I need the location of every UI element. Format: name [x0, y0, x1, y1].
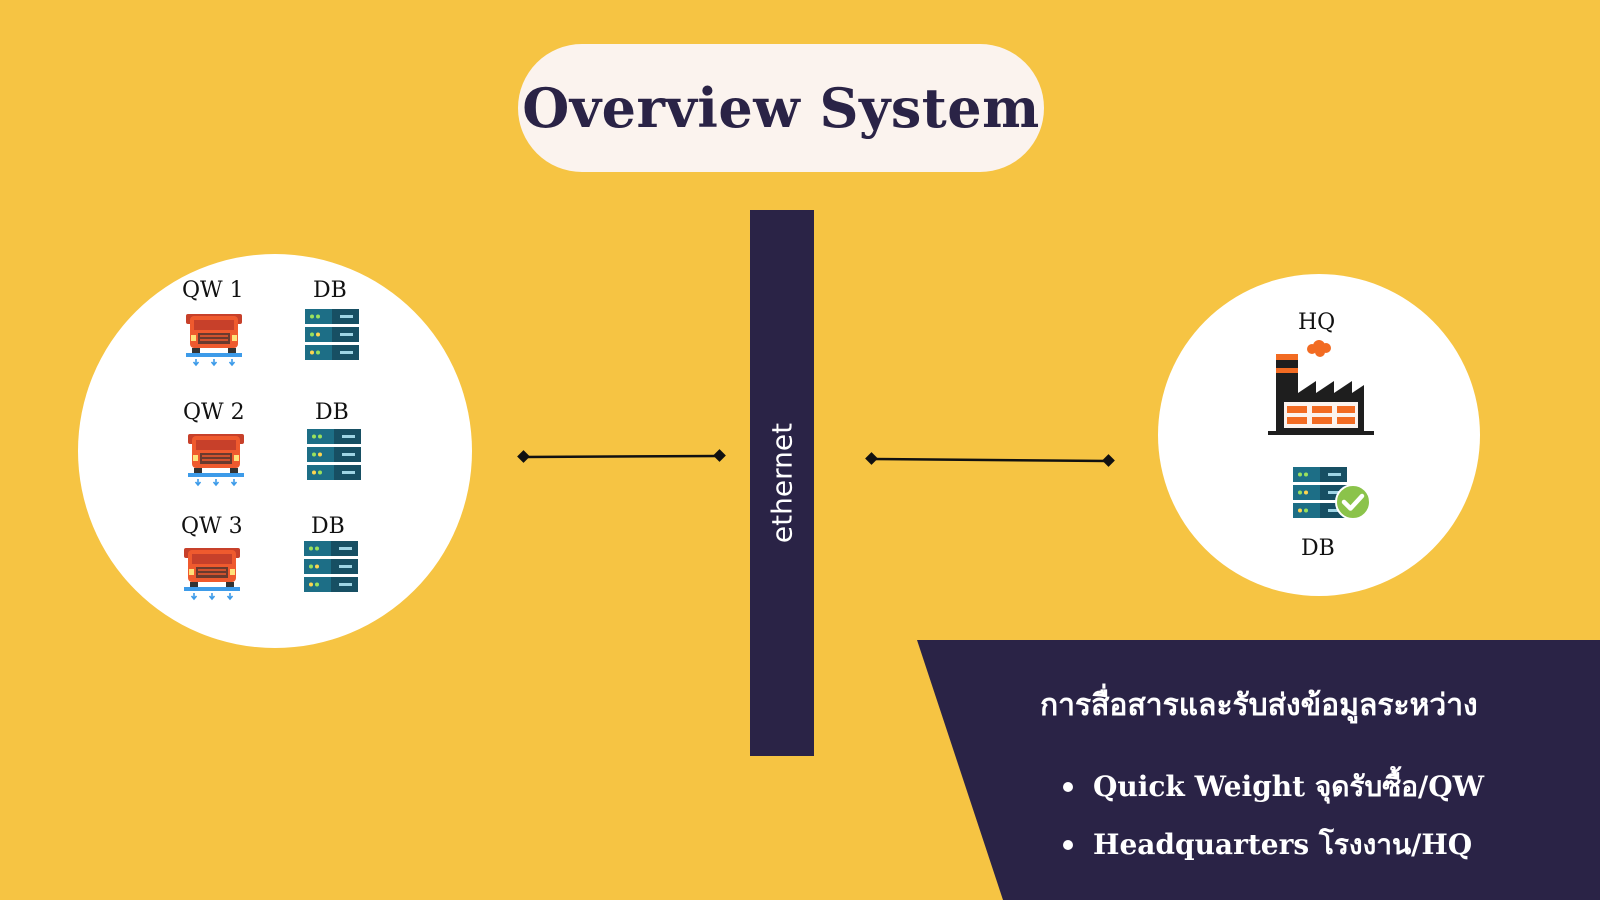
list-item-text: Quick Weight จุดรับซื้อ/QW [1093, 770, 1485, 803]
station-label-qw3: QW 3 [181, 514, 243, 539]
info-list: Quick Weight จุดรับซื้อ/QW Headquarters … [1063, 758, 1484, 874]
list-item: Headquarters โรงงาน/HQ [1063, 816, 1484, 874]
info-heading: การสื่อสารและรับส่งข้อมูลระหว่าง [1040, 688, 1478, 723]
hq-db-label: DB [1301, 536, 1335, 561]
list-item: Quick Weight จุดรับซื้อ/QW [1063, 758, 1484, 816]
db-label-qw2: DB [315, 400, 349, 425]
ethernet-bar: ethernet [750, 210, 814, 756]
title-pill: Overview System [518, 44, 1044, 172]
bullet-icon [1063, 840, 1073, 850]
server-check-icon [1293, 467, 1371, 520]
hq-label: HQ [1298, 310, 1336, 335]
page-title: Overview System [522, 76, 1040, 140]
quick-weight-group [78, 254, 472, 648]
station-label-qw1: QW 1 [182, 278, 244, 303]
factory-icon [1268, 340, 1374, 435]
bullet-icon [1063, 782, 1073, 792]
list-item-text: Headquarters โรงงาน/HQ [1093, 828, 1473, 861]
station-label-qw2: QW 2 [183, 400, 245, 425]
db-label-qw3: DB [311, 514, 345, 539]
db-label-qw1: DB [313, 278, 347, 303]
